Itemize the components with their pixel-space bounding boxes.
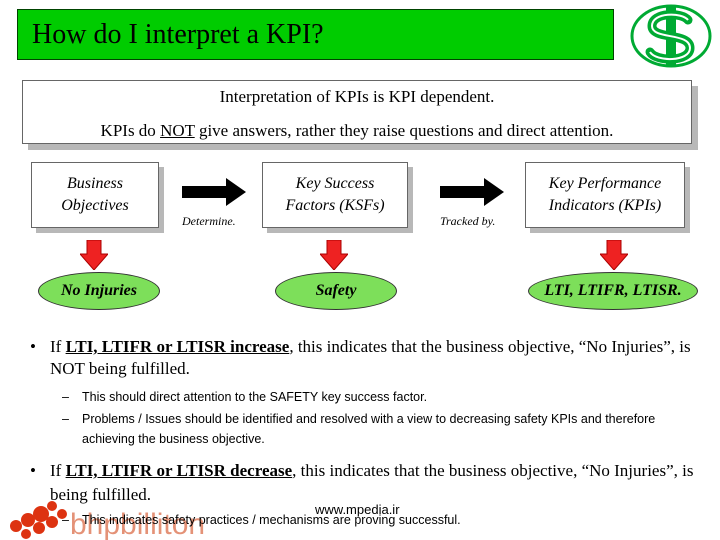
bullet-symbol: • bbox=[30, 461, 36, 480]
intro-text-before: KPIs do bbox=[100, 121, 161, 140]
box-label-line: Factors (KSFs) bbox=[285, 197, 385, 214]
sub-bullet-text: This should direct attention to the SAFE… bbox=[82, 390, 428, 404]
bhp-billiton-logo: bhpbilliton bbox=[10, 501, 205, 540]
down-arrow-icon bbox=[600, 240, 628, 270]
title-bar: How do I interpret a KPI? bbox=[17, 9, 614, 60]
down-arrow-icon bbox=[80, 240, 108, 270]
bullet-text-before: If bbox=[50, 337, 66, 356]
down-arrow-icon bbox=[320, 240, 348, 270]
box-label-line: Business bbox=[67, 175, 123, 192]
sub-bullet-text: Problems / Issues should be identified a… bbox=[82, 412, 656, 446]
right-arrow-icon bbox=[182, 178, 246, 206]
bullet-text-after: , this indicates that the business objec… bbox=[50, 337, 691, 378]
dash-symbol: – bbox=[62, 513, 69, 527]
bullet-text: If LTI, LTIFR or LTISR increase, this in… bbox=[50, 336, 710, 380]
intro-line-1: Interpretation of KPIs is KPI dependent. bbox=[219, 87, 495, 106]
bullet-text: If LTI, LTIFR or LTISR decrease, this in… bbox=[50, 459, 710, 507]
box-label-line: Objectives bbox=[61, 197, 129, 214]
brand-wordmark: bhpbilliton bbox=[70, 508, 205, 540]
business-objectives-box: Business Objectives bbox=[31, 162, 159, 228]
oval-kpi-list: LTI, LTIFR, LTISR. bbox=[528, 272, 698, 310]
bullet-emphasis: LTI, LTIFR or LTISR decrease bbox=[65, 461, 293, 480]
oval-safety: Safety bbox=[275, 272, 397, 310]
key-success-factors-box: Key Success Factors (KSFs) bbox=[262, 162, 408, 228]
right-arrow-icon bbox=[440, 178, 504, 206]
box-label-line: Key Success bbox=[295, 175, 375, 192]
bullet-text-before: If bbox=[50, 461, 66, 480]
intro-line-2: KPIs do NOT give answers, rather they ra… bbox=[23, 121, 691, 141]
dash-symbol: – bbox=[62, 390, 69, 404]
intro-emphasis-not: NOT bbox=[160, 121, 195, 140]
intro-text-after: give answers, rather they raise question… bbox=[194, 121, 614, 140]
box-label-line: Key Performance bbox=[548, 175, 662, 192]
s-dollar-logo-icon bbox=[630, 4, 712, 68]
bullet-emphasis: LTI, LTIFR or LTISR increase bbox=[65, 337, 290, 356]
sub-bullet-text: This indicates safety practices / mechan… bbox=[82, 513, 461, 527]
box-label-line: Indicators (KPIs) bbox=[548, 197, 662, 214]
dash-symbol: – bbox=[62, 412, 69, 426]
arrow-label-tracked-by: Tracked by. bbox=[440, 214, 496, 228]
oval-no-injuries: No Injuries bbox=[38, 272, 160, 310]
slide-title: How do I interpret a KPI? bbox=[32, 19, 324, 50]
intro-box: Interpretation of KPIs is KPI dependent.… bbox=[22, 80, 692, 144]
key-performance-indicators-box: Key Performance Indicators (KPIs) bbox=[525, 162, 685, 228]
bullet-text-after: , this indicates that the business objec… bbox=[50, 461, 694, 504]
bullet-symbol: • bbox=[30, 337, 36, 356]
arrow-label-determine: Determine. bbox=[182, 214, 236, 228]
watermark: www.mpedia.ir bbox=[315, 502, 400, 517]
